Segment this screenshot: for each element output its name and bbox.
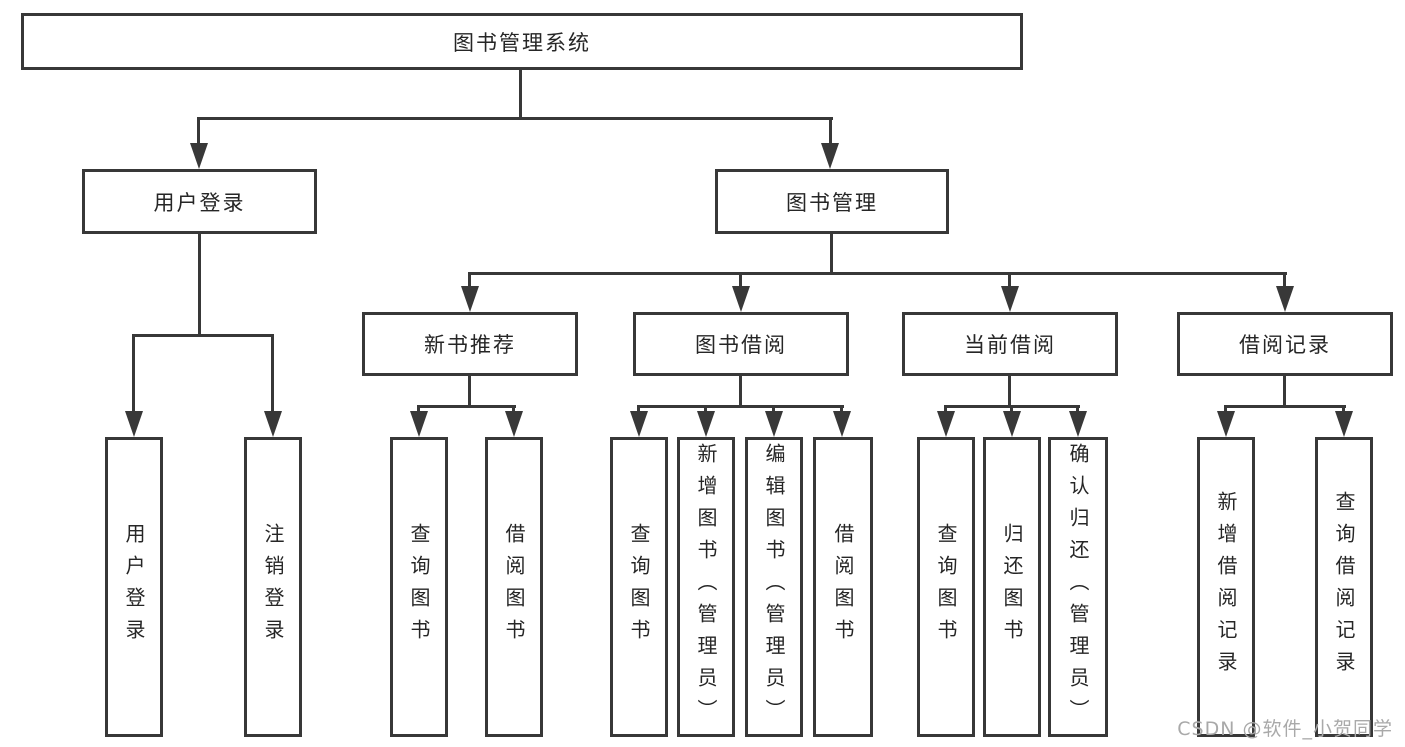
connector-line (512, 405, 515, 415)
node-borrowing-records: 借阅记录 (1177, 312, 1393, 376)
node-label: 借阅图书 (502, 523, 526, 651)
connector-line (198, 234, 201, 337)
connector-line (739, 376, 742, 408)
arrowhead-down-icon (937, 411, 955, 437)
node-label: 查询图书 (934, 523, 958, 651)
connector-line (944, 405, 947, 415)
node-label: 新增图书（管理员） (694, 443, 718, 731)
connector-line (1010, 405, 1013, 415)
connector-line (132, 334, 135, 416)
arrowhead-down-icon (461, 286, 479, 312)
connector-line (637, 405, 640, 415)
connector-line (1283, 376, 1286, 408)
arrowhead-down-icon (630, 411, 648, 437)
connector-line (1283, 272, 1286, 290)
node-label: 注销登录 (261, 523, 285, 651)
node-leaf-query-borrow-record: 查询借阅记录 (1315, 437, 1373, 737)
node-label: 用户登录 (153, 190, 246, 215)
node-label: 新书推荐 (424, 333, 516, 357)
arrowhead-down-icon (410, 411, 428, 437)
connector-line (772, 405, 775, 415)
connector-line (637, 405, 844, 408)
node-label: 图书管理系统 (453, 30, 591, 55)
node-user-login: 用户登录 (82, 169, 317, 234)
node-label: 确认归还（管理员） (1066, 443, 1090, 731)
arrowhead-down-icon (190, 143, 208, 169)
node-label: 归还图书 (1000, 523, 1024, 651)
node-leaf-logout: 注销登录 (244, 437, 302, 737)
node-book-management: 图书管理 (715, 169, 949, 234)
node-leaf-query-books-1: 查询图书 (390, 437, 448, 737)
arrowhead-down-icon (833, 411, 851, 437)
node-label: 新增借阅记录 (1214, 491, 1238, 683)
node-leaf-query-books-2: 查询图书 (610, 437, 668, 737)
arrowhead-down-icon (505, 411, 523, 437)
node-leaf-borrow-books-1: 借阅图书 (485, 437, 543, 737)
connector-line (1008, 272, 1011, 290)
connector-line (519, 69, 522, 119)
node-current-borrowing: 当前借阅 (902, 312, 1118, 376)
arrowhead-down-icon (1276, 286, 1294, 312)
node-root-system: 图书管理系统 (21, 13, 1023, 70)
arrowhead-down-icon (264, 411, 282, 437)
node-label: 编辑图书（管理员） (762, 443, 786, 731)
arrowhead-down-icon (765, 411, 783, 437)
node-book-borrowing: 图书借阅 (633, 312, 849, 376)
arrowhead-down-icon (1335, 411, 1353, 437)
arrowhead-down-icon (1003, 411, 1021, 437)
connector-line (468, 272, 471, 290)
connector-line (417, 405, 420, 415)
node-leaf-query-books-3: 查询图书 (917, 437, 975, 737)
arrowhead-down-icon (125, 411, 143, 437)
connector-line (1342, 405, 1345, 415)
arrowhead-down-icon (732, 286, 750, 312)
node-label: 用户登录 (122, 523, 146, 651)
connector-line (830, 234, 833, 275)
connector-line (1076, 405, 1079, 415)
node-label: 查询图书 (407, 523, 431, 651)
connector-line (271, 334, 274, 416)
node-label: 借阅图书 (831, 523, 855, 651)
node-leaf-confirm-return-admin: 确认归还（管理员） (1048, 437, 1108, 737)
connector-line (468, 272, 1287, 275)
connector-line (840, 405, 843, 415)
connector-line (1008, 376, 1011, 408)
arrowhead-down-icon (1069, 411, 1087, 437)
connector-line (829, 117, 832, 149)
connector-line (197, 117, 200, 149)
connector-line (468, 376, 471, 408)
watermark-text: CSDN @软件_小贺同学 (1177, 718, 1393, 740)
node-label: 查询借阅记录 (1332, 491, 1356, 683)
node-leaf-add-books-admin: 新增图书（管理员） (677, 437, 735, 737)
connector-line (1224, 405, 1346, 408)
node-leaf-add-borrow-record: 新增借阅记录 (1197, 437, 1255, 737)
arrowhead-down-icon (1001, 286, 1019, 312)
arrowhead-down-icon (1217, 411, 1235, 437)
connector-line (1224, 405, 1227, 415)
node-new-book-recommend: 新书推荐 (362, 312, 578, 376)
node-leaf-edit-books-admin: 编辑图书（管理员） (745, 437, 803, 737)
connector-line (132, 334, 274, 337)
node-label: 当前借阅 (964, 333, 1056, 357)
connector-line (739, 272, 742, 290)
node-leaf-borrow-books-2: 借阅图书 (813, 437, 873, 737)
connector-line (197, 117, 833, 120)
connector-line (704, 405, 707, 415)
arrowhead-down-icon (697, 411, 715, 437)
node-label: 查询图书 (627, 523, 651, 651)
arrowhead-down-icon (821, 143, 839, 169)
node-leaf-return-books: 归还图书 (983, 437, 1041, 737)
node-label: 图书管理 (786, 190, 878, 215)
node-leaf-user-login: 用户登录 (105, 437, 163, 737)
node-label: 借阅记录 (1239, 333, 1331, 357)
connector-line (417, 405, 516, 408)
node-label: 图书借阅 (695, 333, 787, 357)
